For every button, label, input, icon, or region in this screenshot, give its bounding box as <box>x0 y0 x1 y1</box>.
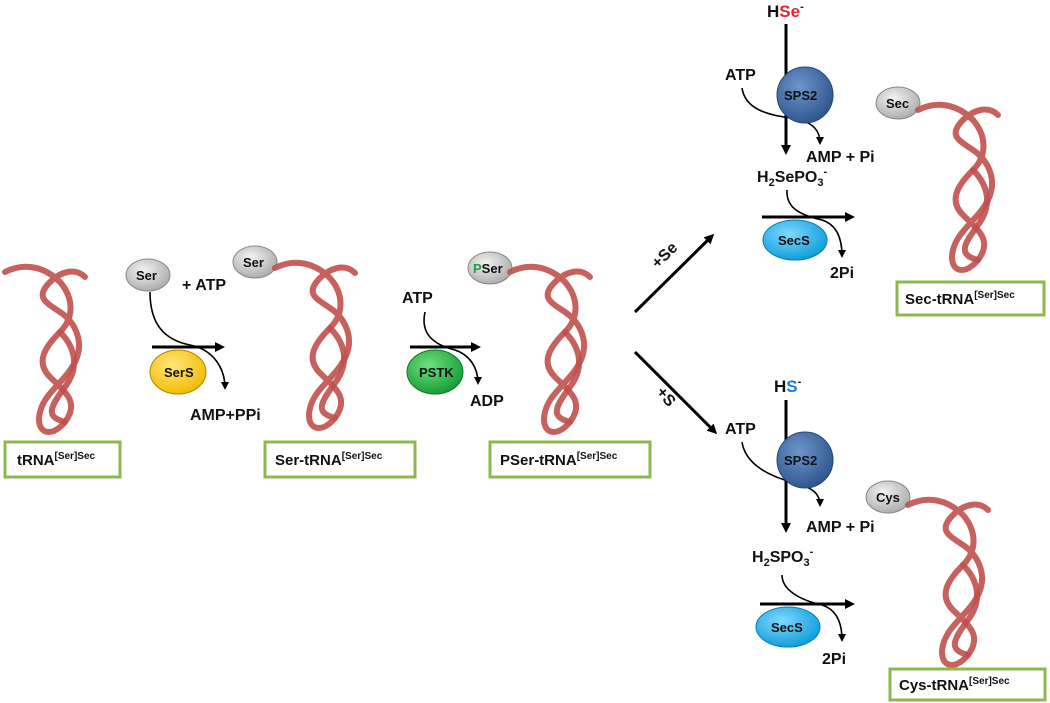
cys-secs-label: SecS <box>771 620 803 635</box>
ser-substrate-pill: Ser <box>125 258 171 292</box>
ser-pill-label: Ser <box>136 268 157 283</box>
ser-charged-pill: Ser <box>232 245 278 279</box>
sec-secs-curved <box>786 189 846 258</box>
trna-sec <box>918 105 998 270</box>
svg-text:PSer: PSer <box>473 261 503 276</box>
sec-atp: ATP <box>725 67 756 84</box>
box-trna: tRNA[Ser]Sec <box>3 440 122 479</box>
box-cys-trna: Cys-tRNA[Ser]Sec <box>888 667 1047 702</box>
branch-s-arrow <box>633 350 718 435</box>
branch-s-label: +S <box>653 384 679 411</box>
sec-donor: HSe- <box>767 1 804 21</box>
sec-released: 2Pi <box>830 265 854 282</box>
cys-released: 2Pi <box>822 651 846 668</box>
sec-pill: Sec <box>875 86 921 120</box>
sec-intermediate: H2SePO3- <box>757 166 828 189</box>
box-sec-trna: Sec-tRNA[Ser]Sec <box>895 280 1046 317</box>
sec-products: AMP + Pi <box>806 149 875 166</box>
trna-unloaded <box>5 267 85 432</box>
pstk-enzyme: PSTK <box>406 349 464 395</box>
box-pser-trna-main: PSer-tRNA <box>500 452 577 469</box>
pser-p: P <box>473 261 482 276</box>
cys-pill-label: Cys <box>876 490 900 505</box>
box-sec-trna-sup: [Ser]Sec <box>974 290 1015 301</box>
cys-pill: Cys <box>865 480 911 514</box>
sers-enzyme: SerS <box>149 349 207 395</box>
box-sec-trna-main: Sec-tRNA <box>905 291 974 308</box>
step2-product: ADP <box>470 393 504 410</box>
sec-pill-label: Sec <box>886 96 909 111</box>
box-ser-trna-sup: [Ser]Sec <box>342 451 383 462</box>
cys-sps2-label: SPS2 <box>784 453 817 468</box>
pser-rest: Ser <box>482 261 503 276</box>
pstk-label: PSTK <box>419 365 454 380</box>
box-ser-trna-main: Ser-tRNA <box>275 452 342 469</box>
cys-secs-enzyme: SecS <box>755 606 821 648</box>
branch-se-label: +Se <box>649 239 682 272</box>
svg-text:tRNA[Ser]Sec: tRNA[Ser]Sec <box>17 451 96 469</box>
svg-text:Ser-tRNA[Ser]Sec: Ser-tRNA[Ser]Sec <box>275 451 383 469</box>
step2-curved-arrow <box>423 311 482 385</box>
step2-atp: ATP <box>402 290 433 307</box>
box-pser-trna-sup: [Ser]Sec <box>577 451 618 462</box>
ser-charged-pill-label: Ser <box>243 255 264 270</box>
trna-cys <box>908 500 988 665</box>
box-trna-main: tRNA <box>17 452 55 469</box>
sec-secs-enzyme: SecS <box>762 219 828 261</box>
box-cys-trna-main: Cys-tRNA <box>899 677 969 694</box>
box-pser-trna: PSer-tRNA[Ser]Sec <box>488 440 652 479</box>
box-trna-sup: [Ser]Sec <box>55 451 96 462</box>
cys-intermediate: H2SPO3- <box>752 546 814 569</box>
sec-sps2-enzyme: SPS2 <box>776 66 834 124</box>
trna-pser <box>510 267 590 432</box>
trna-ser <box>275 263 355 428</box>
branch-se-arrow <box>633 233 715 314</box>
pser-pill: PSer <box>467 251 513 285</box>
sec-secs-label: SecS <box>778 233 810 248</box>
sers-label: SerS <box>164 365 194 380</box>
step1-products: AMP+PPi <box>190 407 261 424</box>
cys-sps2-enzyme: SPS2 <box>776 431 834 489</box>
step1-curved-arrow <box>149 291 229 390</box>
cys-atp: ATP <box>725 421 756 438</box>
box-cys-trna-sup: [Ser]Sec <box>969 676 1010 687</box>
step1-atp: + ATP <box>182 277 226 294</box>
cys-donor: HS- <box>774 376 802 396</box>
svg-text:Sec-tRNA[Ser]Sec: Sec-tRNA[Ser]Sec <box>905 290 1015 308</box>
sec-sps2-label: SPS2 <box>784 88 817 103</box>
box-ser-trna: Ser-tRNA[Ser]Sec <box>263 440 417 479</box>
svg-text:Cys-tRNA[Ser]Sec: Cys-tRNA[Ser]Sec <box>899 676 1010 694</box>
cys-products: AMP + Pi <box>806 519 875 536</box>
svg-text:PSer-tRNA[Ser]Sec: PSer-tRNA[Ser]Sec <box>500 451 618 469</box>
